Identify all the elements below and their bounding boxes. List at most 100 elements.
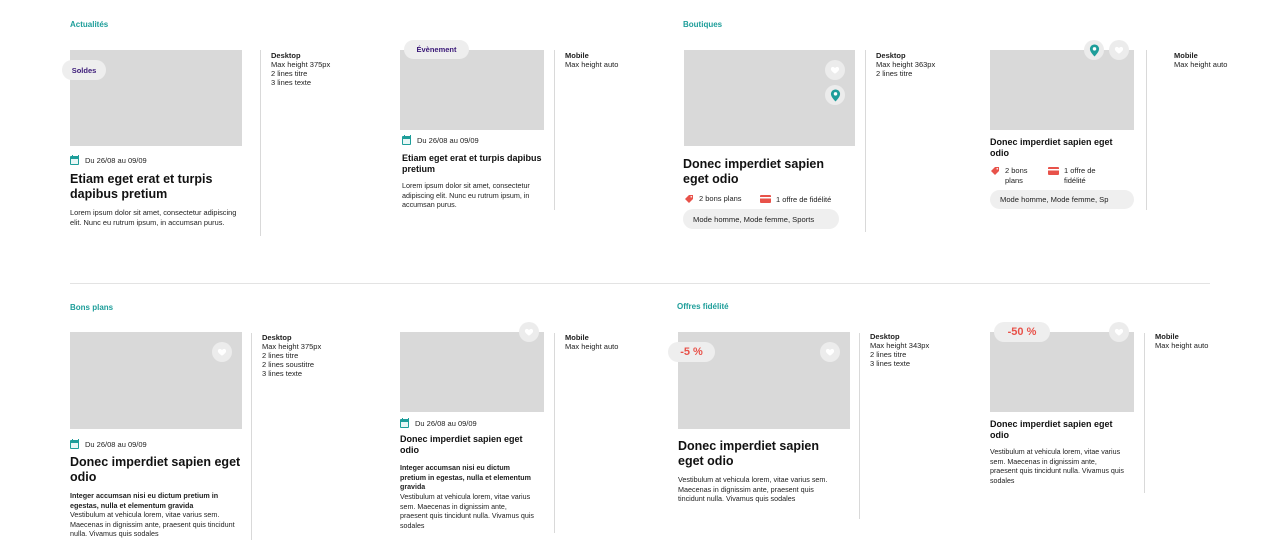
calendar-icon — [400, 418, 409, 428]
deals-text: 2 bons plans — [1005, 166, 1028, 185]
divider — [554, 50, 555, 210]
spec-line: Max height auto — [1155, 341, 1209, 350]
card-title: Donec imperdiet sapien eget odio — [990, 419, 1113, 440]
heart-icon — [825, 348, 835, 356]
card-title: Etiam eget erat et turpis dapibus pretiu… — [402, 153, 542, 174]
spec-note-mobile: Mobile Max height auto — [565, 51, 618, 69]
card-image — [400, 50, 544, 130]
spec-title: Desktop — [271, 51, 301, 60]
loyalty-count: 1 offre de fidélité — [760, 195, 831, 204]
section-title-boutiques: Boutiques — [683, 20, 723, 29]
calendar-icon — [70, 155, 79, 165]
map-pin-button[interactable] — [825, 85, 845, 105]
date-range: Du 26/08 au 09/09 — [402, 135, 479, 145]
loyalty-card-icon — [760, 195, 771, 203]
card-subtitle: Integer accumsan nisi eu dictum pretium … — [70, 491, 219, 510]
spec-title: Desktop — [876, 51, 906, 60]
heart-icon — [1114, 328, 1124, 336]
deals-text: 2 bons plans — [699, 194, 742, 203]
date-range: Du 26/08 au 09/09 — [70, 155, 147, 165]
loyalty-text: 1 offre de fidélité — [1064, 166, 1096, 185]
map-pin-icon — [1089, 44, 1099, 56]
card-subtitle: Integer accumsan nisi eu dictum pretium … — [400, 464, 531, 492]
card-title: Donec imperdiet sapien eget odio — [70, 455, 241, 484]
category-chip: Mode homme, Mode femme, Sp — [990, 190, 1134, 209]
card-title: Donec imperdiet sapien eget odio — [678, 439, 820, 468]
badge-soldes: Soldes — [62, 60, 106, 80]
spec-title: Mobile — [1155, 332, 1179, 341]
card-image — [990, 50, 1134, 130]
spec-line: Max height 375px — [262, 342, 322, 351]
map-pin-icon — [830, 89, 840, 101]
loyalty-card-icon — [1048, 167, 1059, 175]
card-text: Vestibulum at vehicula lorem, vitae vari… — [678, 475, 828, 504]
favorite-button[interactable] — [1109, 322, 1129, 342]
spec-title: Desktop — [262, 333, 292, 342]
spec-line: Max height 375px — [271, 60, 331, 69]
calendar-icon — [70, 439, 79, 449]
divider — [865, 50, 866, 232]
spec-note-mobile: Mobile Max height auto — [1174, 51, 1227, 69]
spec-title: Mobile — [565, 51, 589, 60]
card-text: Lorem ipsum dolor sit amet, consectetur … — [70, 208, 237, 227]
spec-line: 3 lines texte — [870, 359, 911, 368]
category-chip: Mode homme, Mode femme, Sports — [683, 209, 839, 229]
spec-note-mobile: Mobile Max height auto — [1155, 332, 1208, 350]
loyalty-count: 1 offre de fidélité — [1048, 166, 1118, 185]
spec-line: 2 lines soustitre — [262, 360, 315, 369]
section-title-actualites: Actualités — [70, 20, 109, 29]
spec-line: 2 lines titre — [271, 69, 308, 78]
spec-note-mobile: Mobile Max height auto — [565, 333, 618, 351]
spec-note-desktop: Desktop Max height 375px 2 lines titre 3… — [271, 51, 330, 87]
heart-icon — [524, 328, 534, 336]
badge-evenement: Évènement — [404, 40, 469, 59]
date-text: Du 26/08 au 09/09 — [417, 136, 479, 145]
favorite-button[interactable] — [820, 342, 840, 362]
spec-line: 3 lines texte — [262, 369, 303, 378]
spec-line: Max height 343px — [870, 341, 930, 350]
spec-title: Mobile — [565, 333, 589, 342]
card-text: Vestibulum at vehicula lorem, vitae vari… — [400, 493, 534, 530]
divider — [1146, 50, 1147, 210]
spec-title: Desktop — [870, 332, 900, 341]
calendar-icon — [402, 135, 411, 145]
spec-title: Mobile — [1174, 51, 1198, 60]
section-separator — [70, 283, 1210, 284]
date-text: Du 26/08 au 09/09 — [415, 419, 477, 428]
favorite-button[interactable] — [519, 322, 539, 342]
divider — [251, 333, 252, 540]
divider — [554, 333, 555, 533]
card-image — [990, 332, 1134, 412]
spec-line: Max height auto — [1174, 60, 1228, 69]
spec-note-desktop: Desktop Max height 363px 2 lines titre — [876, 51, 935, 78]
loyalty-text: 1 offre de fidélité — [776, 195, 832, 204]
spec-line: Max height 363px — [876, 60, 936, 69]
spec-line: 3 lines texte — [271, 78, 312, 87]
favorite-button[interactable] — [1109, 40, 1129, 60]
divider — [260, 50, 261, 236]
map-pin-button[interactable] — [1084, 40, 1104, 60]
section-title-offres-fidelite: Offres fidélité — [677, 302, 729, 311]
favorite-button[interactable] — [212, 342, 232, 362]
heart-icon — [1114, 46, 1124, 54]
card-text: Vestibulum at vehicula lorem, vitae vari… — [70, 510, 235, 538]
card-text: Lorem ipsum dolor sit amet, consectetur … — [402, 181, 530, 209]
divider — [1144, 333, 1145, 493]
spec-line: Max height auto — [565, 60, 619, 69]
deals-count: 2 bons plans — [684, 194, 742, 204]
deals-count: 2 bons plans — [990, 166, 1040, 185]
spec-line: Max height auto — [565, 342, 619, 351]
favorite-button[interactable] — [825, 60, 845, 80]
heart-icon — [830, 66, 840, 74]
card-image — [400, 332, 544, 412]
divider — [859, 333, 860, 519]
tag-icon — [685, 195, 693, 203]
spec-note-desktop: Desktop Max height 343px 2 lines titre 3… — [870, 332, 929, 368]
spec-note-desktop: Desktop Max height 375px 2 lines titre 2… — [262, 333, 321, 378]
date-range: Du 26/08 au 09/09 — [400, 418, 477, 428]
spec-line: 2 lines titre — [262, 351, 299, 360]
discount-badge: -50 % — [994, 322, 1050, 342]
card-title: Donec imperdiet sapien eget odio — [683, 157, 825, 186]
card-title: Donec imperdiet sapien eget odio — [400, 434, 523, 455]
card-title: Etiam eget erat et turpis dapibus pretiu… — [70, 172, 213, 201]
